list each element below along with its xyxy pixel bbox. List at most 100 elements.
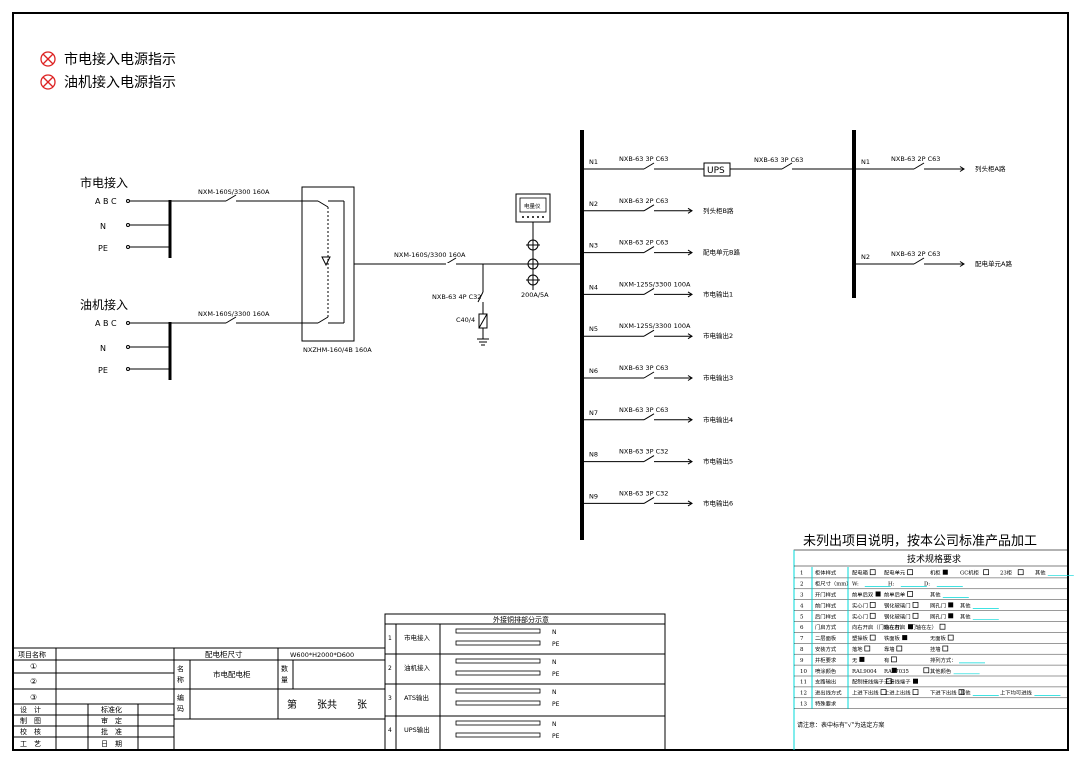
- feeder-breaker-label: NXB-63 2P C63: [891, 250, 940, 258]
- checkbox-empty[interactable]: [869, 602, 876, 608]
- drawing-frame: [12, 12, 1069, 751]
- checkbox-checked[interactable]: [913, 678, 918, 684]
- checkbox-checked[interactable]: [902, 635, 908, 641]
- checkbox-empty[interactable]: [912, 689, 919, 695]
- spd-arrester-label: C40/4: [456, 316, 475, 324]
- checkbox-empty[interactable]: [958, 689, 965, 695]
- checkbox-empty[interactable]: [907, 591, 913, 597]
- feeder-destination: 列头柜A路: [975, 164, 1006, 173]
- copper-row-no: 1: [388, 635, 392, 642]
- spec-option: 排列方式：: [930, 656, 957, 664]
- checkbox-empty[interactable]: [880, 689, 887, 695]
- spec-option: RAL7035: [884, 669, 909, 675]
- checkbox-empty[interactable]: [939, 623, 946, 630]
- checkbox-empty[interactable]: [923, 667, 930, 674]
- ups-label: UPS: [707, 166, 725, 176]
- spec-option: 无: [852, 657, 858, 664]
- spec-row-name: 后门样式: [815, 612, 837, 620]
- meter-label: 电量仪: [524, 202, 541, 210]
- spec-row-name: 并柜要求: [815, 656, 837, 664]
- spec-row-name: 开门样式: [815, 591, 837, 599]
- generator-abc-label: A B C: [95, 319, 117, 328]
- spec-row: 6 门启方式 向右开启（门轴在右）向左开启（门轴在左）: [794, 621, 1068, 633]
- project-name-label: 项目名称: [18, 650, 46, 659]
- checkbox-empty[interactable]: [947, 634, 954, 641]
- checkbox-checked[interactable]: [948, 613, 954, 619]
- spec-row-no: 10: [800, 669, 807, 675]
- copper-row-label: ATS输出: [404, 693, 429, 702]
- checkbox-empty[interactable]: [912, 612, 919, 619]
- spec-option: 其他: [1035, 569, 1046, 577]
- spec-option: 网孔门: [930, 612, 946, 620]
- spec-option: 下进下出线: [930, 689, 957, 697]
- lamp-x-icon: [40, 74, 56, 90]
- spec-option: W:: [852, 582, 859, 588]
- feeder-breaker-label: NXB-63 2P C63: [619, 239, 668, 247]
- spec-option: 机柜: [930, 569, 941, 577]
- spec-option: 配电箱: [852, 569, 869, 577]
- feeder-destination: 市电输出2: [703, 331, 733, 340]
- checkbox-empty[interactable]: [896, 645, 903, 652]
- copper-bar-label: PE: [552, 733, 560, 740]
- copper-bar: [455, 670, 541, 676]
- feeder-id: N5: [589, 325, 598, 333]
- generator-title: 油机接入: [80, 297, 128, 312]
- checkbox-empty[interactable]: [983, 569, 989, 576]
- checkbox-checked[interactable]: [948, 602, 954, 608]
- spec-option: 上下均可进线: [1000, 689, 1032, 697]
- surge-protector-branch: NXB-63 4P C32 C40/4: [432, 264, 489, 346]
- name-value: 市电配电柜: [213, 669, 251, 679]
- spec-title: 技术规格要求: [907, 553, 961, 565]
- copper-bar-label: PE: [552, 701, 560, 708]
- checkbox-empty[interactable]: [942, 645, 949, 652]
- copper-row-no: 2: [388, 665, 392, 672]
- checkbox-empty[interactable]: [869, 612, 876, 619]
- checkbox-checked[interactable]: [942, 569, 948, 575]
- checkbox-empty[interactable]: [864, 645, 871, 652]
- spec-row-name: 门启方式: [815, 623, 837, 631]
- indicator-generator: 油机接入电源指示: [40, 74, 176, 91]
- checkbox-empty[interactable]: [907, 569, 913, 576]
- copper-bar-label: N: [552, 629, 557, 636]
- qty-label-1: 数: [281, 664, 288, 673]
- checkbox-empty[interactable]: [869, 634, 876, 641]
- role-process: 工 艺: [20, 740, 41, 748]
- feeder-breaker-label: NXB-63 3P C63: [619, 406, 668, 414]
- checkbox-checked[interactable]: [875, 591, 881, 597]
- checkbox-empty[interactable]: [891, 656, 897, 663]
- name-label-2: 称: [177, 675, 184, 684]
- checkbox-empty[interactable]: [869, 569, 876, 576]
- checkbox-checked[interactable]: [908, 624, 913, 630]
- spec-row-no: 6: [800, 625, 804, 631]
- spec-option: 23柜: [1000, 569, 1013, 577]
- spec-option: D:: [924, 582, 930, 588]
- revision-1: ①: [30, 662, 37, 671]
- spec-option: 配电单元: [884, 569, 906, 577]
- checkbox-checked[interactable]: [859, 656, 865, 662]
- spec-option: 向左开启（门轴在左）: [884, 623, 937, 631]
- feeder-breaker-label: NXB-63 3P C32: [619, 489, 668, 497]
- spec-option: 实心门: [852, 612, 868, 620]
- checkbox-empty[interactable]: [886, 678, 892, 685]
- role-check: 校 核: [20, 727, 41, 736]
- feeder-destination: 配电单元B路: [703, 248, 740, 257]
- copper-row-label: 市电接入: [404, 633, 431, 642]
- spec-option: 向右开启（门轴在右）: [852, 623, 905, 631]
- feeder-id: N8: [589, 451, 598, 459]
- checkbox-empty[interactable]: [1017, 569, 1024, 576]
- size-label: 配电柜尺寸: [205, 649, 243, 659]
- feeder-destination: 市电输出4: [703, 415, 733, 424]
- checkbox-checked[interactable]: [891, 667, 897, 673]
- checkbox-empty[interactable]: [912, 602, 919, 608]
- ct-label: 200A/5A: [521, 291, 549, 299]
